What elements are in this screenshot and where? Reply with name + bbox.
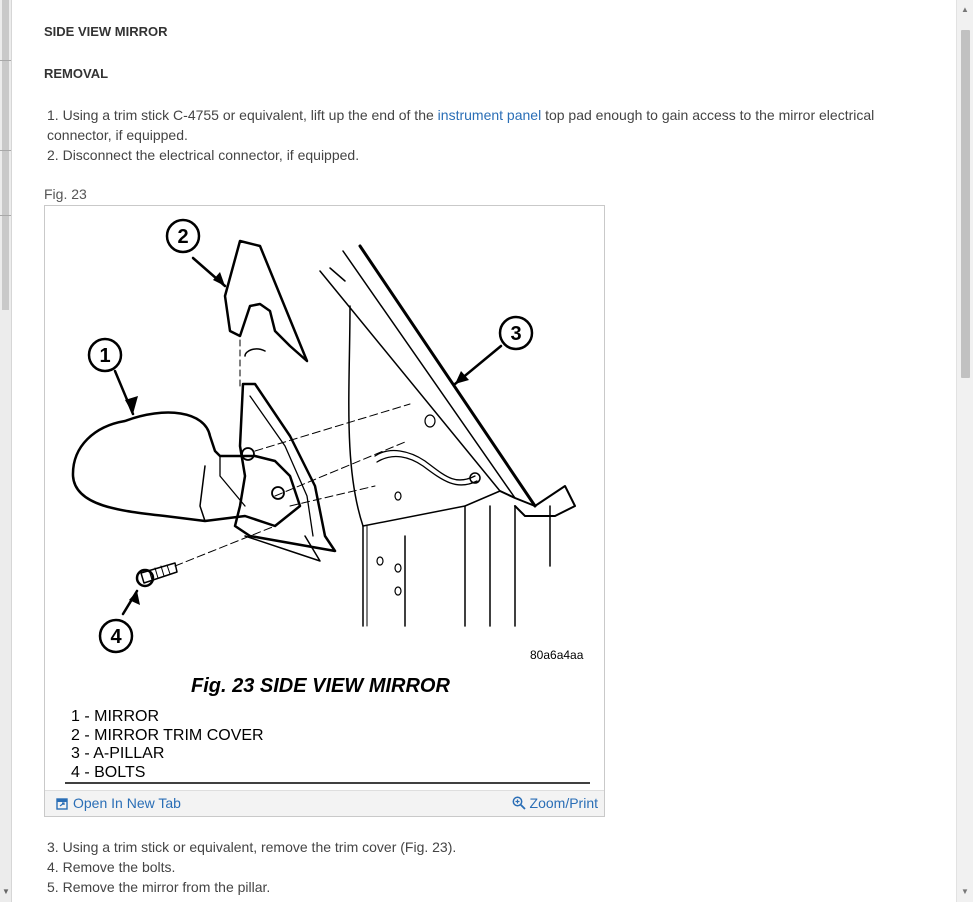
step-4: 4. Remove the bolts. xyxy=(47,857,917,877)
callout-label: 1 xyxy=(99,345,110,367)
scroll-down-icon[interactable]: ▼ xyxy=(961,887,969,896)
scroll-up-icon[interactable]: ▲ xyxy=(961,5,969,14)
subsection-title: REMOVAL xyxy=(44,66,109,81)
step-text: Using a trim stick C-4755 or equivalent,… xyxy=(62,107,438,123)
open-in-new-tab-label: Open In New Tab xyxy=(73,795,181,811)
step-text: Using a trim stick or equivalent, remove… xyxy=(62,839,457,855)
new-tab-icon xyxy=(56,797,68,810)
left-strip-marker xyxy=(0,215,11,216)
left-strip-marker xyxy=(0,60,11,61)
step-text: Disconnect the electrical connector, if … xyxy=(62,147,360,163)
figure-code: 80a6a4aa xyxy=(530,648,584,662)
step-number: 5. xyxy=(47,879,59,895)
step-3: 3. Using a trim stick or equivalent, rem… xyxy=(47,837,917,857)
legend-item: 3 - A-PILLAR xyxy=(71,745,164,762)
zoom-print-label: Zoom/Print xyxy=(529,795,598,811)
step-2: 2. Disconnect the electrical connector, … xyxy=(47,145,917,165)
callout-circle xyxy=(98,618,134,654)
left-scroll-down-icon[interactable]: ▼ xyxy=(2,887,10,896)
left-panel-scrollbar[interactable]: ▼ xyxy=(0,0,12,902)
figure-label: Fig. 23 xyxy=(44,186,87,202)
callout-label: 3 xyxy=(510,323,521,345)
legend-item: 1 - MIRROR xyxy=(71,708,159,725)
step-number: 4. xyxy=(47,859,59,875)
open-in-new-tab-button[interactable]: Open In New Tab xyxy=(56,795,181,811)
step-1: 1. Using a trim stick C-4755 or equivale… xyxy=(47,105,917,145)
step-5: 5. Remove the mirror from the pillar. xyxy=(47,877,917,897)
step-number: 3. xyxy=(47,839,59,855)
callout-label: 2 xyxy=(177,226,188,248)
legend-item: 2 - MIRROR TRIM COVER xyxy=(71,727,264,744)
callout-circle xyxy=(498,315,534,351)
zoom-print-button[interactable]: Zoom/Print xyxy=(512,795,598,811)
vertical-scrollbar[interactable]: ▲ ▼ xyxy=(956,0,973,902)
figure-panel: 1 2 3 4 80a6a4aa Fig. 23 SIDE VIEW MIRRO… xyxy=(44,205,605,817)
left-scroll-thumb[interactable] xyxy=(2,0,9,310)
step-text: Remove the mirror from the pillar. xyxy=(62,879,271,895)
figure-toolbar: Open In New Tab Zoom/Print xyxy=(45,790,604,816)
zoom-icon xyxy=(512,796,526,810)
step-text: Remove the bolts. xyxy=(62,859,176,875)
left-strip-marker xyxy=(0,150,11,151)
mirror-diagram: 1 2 3 4 80a6a4aa Fig. 23 SIDE VIEW MIRRO… xyxy=(65,218,590,784)
step-text: top pad enough to gain access to the mir… xyxy=(47,107,875,143)
step-number: 1. xyxy=(47,107,59,123)
instrument-panel-link[interactable]: instrument panel xyxy=(437,107,542,123)
figure-caption: Fig. 23 SIDE VIEW MIRROR xyxy=(191,675,450,697)
step-number: 2. xyxy=(47,147,59,163)
callout-circle xyxy=(165,218,201,254)
scrollbar-thumb[interactable] xyxy=(961,30,970,378)
section-title: SIDE VIEW MIRROR xyxy=(44,24,168,39)
callout-circle xyxy=(87,337,123,373)
callout-label: 4 xyxy=(110,626,122,648)
legend-item: 4 - BOLTS xyxy=(71,764,145,781)
